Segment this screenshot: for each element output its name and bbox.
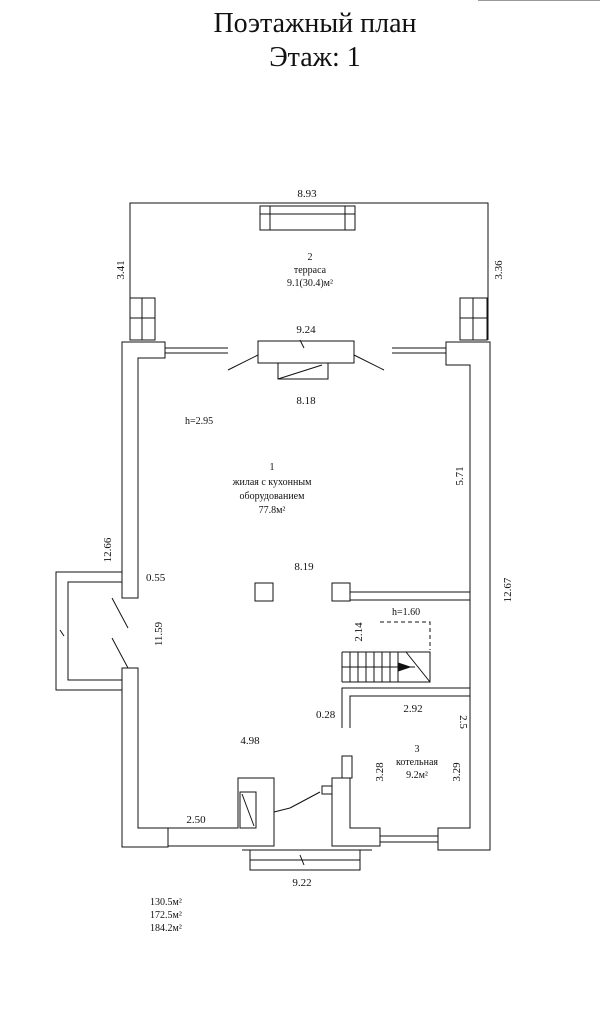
dim-inner-top: 8.18 xyxy=(296,395,316,407)
living-name-2: оборудованием xyxy=(240,491,306,502)
dim-boiler-width: 2.92 xyxy=(403,703,422,715)
column-right xyxy=(331,582,351,602)
wall-right xyxy=(437,341,491,851)
living-name-1: жилая с кухонным xyxy=(232,477,312,488)
porch-outline xyxy=(55,571,122,691)
scan-edge-line xyxy=(478,0,600,1)
floor-label: Этаж: 1 xyxy=(269,42,361,73)
dim-middle: 8.19 xyxy=(294,561,314,573)
terrace-number: 2 xyxy=(308,252,313,263)
dim-terrace-width: 8.93 xyxy=(297,188,317,200)
area-totals: 130.5м² 172.5м² 184.2м² xyxy=(150,896,182,935)
living-number: 1 xyxy=(270,462,275,473)
fireplace xyxy=(257,340,355,364)
plan-title: Поэтажный план xyxy=(213,8,417,39)
terrace-bench xyxy=(259,205,356,231)
dim-right-inner: 5.71 xyxy=(454,466,466,485)
dim-left-inner: 11.59 xyxy=(153,621,165,646)
height-stair: h=1.60 xyxy=(392,607,420,618)
boiler-area: 9.2м² xyxy=(406,770,428,781)
wall-left xyxy=(121,341,166,599)
dim-stair-depth: 2.14 xyxy=(353,622,365,642)
dim-bottom-left: 4.98 xyxy=(240,735,260,747)
terrace-name: терраса xyxy=(294,265,327,276)
terrace-area: 9.1(30.4)м² xyxy=(287,278,333,289)
boiler-name: котельная xyxy=(396,757,438,768)
terrace-outline xyxy=(129,202,489,340)
area-total-3: 184.2м² xyxy=(150,923,182,934)
dim-terrace-left: 3.41 xyxy=(115,260,127,279)
boiler-number: 3 xyxy=(415,744,420,755)
wall-boiler-left xyxy=(331,777,381,847)
dim-terrace-right: 3.36 xyxy=(493,260,505,280)
staircase xyxy=(341,651,431,683)
wall-bottom-left xyxy=(167,777,275,847)
dim-top-wall: 9.24 xyxy=(296,324,316,336)
dim-porch-small: 0.55 xyxy=(146,572,166,584)
wall-left-lower xyxy=(121,667,169,848)
dim-left-outer: 12.66 xyxy=(102,537,114,562)
dim-boiler-left: 3.28 xyxy=(374,762,386,782)
dim-bottom-total: 9.22 xyxy=(292,877,311,889)
dim-rotated-small: 2.5 xyxy=(457,715,469,729)
area-total-1: 130.5м² xyxy=(150,897,182,908)
dim-wall-small: 0.28 xyxy=(316,709,336,721)
column-left xyxy=(254,582,274,602)
dim-bottom-seg: 2.50 xyxy=(186,814,206,826)
height-main: h=2.95 xyxy=(185,416,213,427)
living-area: 77.8м² xyxy=(259,505,286,516)
dim-boiler-right: 3.29 xyxy=(451,762,463,782)
area-total-2: 172.5м² xyxy=(150,910,182,921)
dim-right-outer: 12.67 xyxy=(502,577,514,602)
